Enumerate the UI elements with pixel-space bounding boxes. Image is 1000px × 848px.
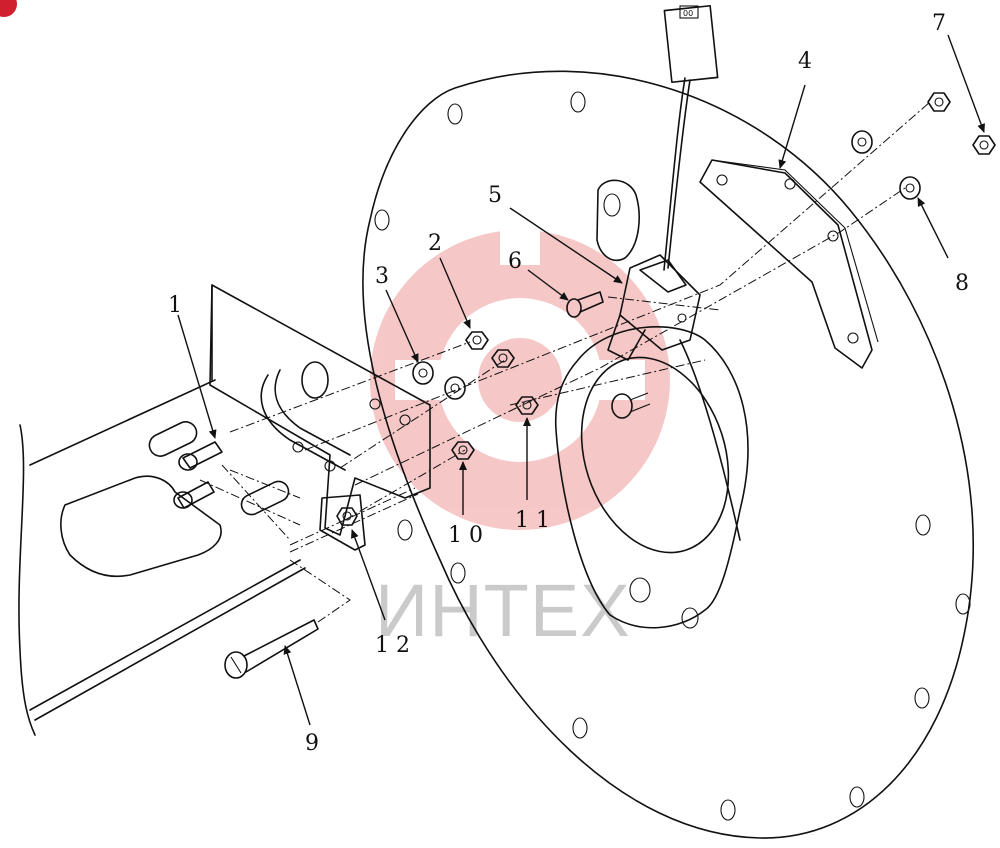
housing-bolt-holes [374, 91, 971, 821]
callout-11: 1 1 [515, 508, 550, 533]
callout-8: 8 [955, 271, 969, 296]
callout-7: 7 [932, 11, 946, 36]
housing-plate [362, 70, 975, 839]
leader-lines [177, 34, 985, 726]
corner-badge [0, 0, 17, 17]
callout-6: 6 [508, 249, 522, 274]
callout-2: 2 [428, 231, 442, 256]
callout-4: 4 [798, 49, 812, 74]
hardware [336, 92, 996, 526]
callout-10: 1 0 [448, 523, 483, 548]
part-4-bracket [699, 159, 879, 369]
callout-3: 3 [375, 264, 389, 289]
frame-assembly [18, 284, 431, 736]
callout-12: 1 2 [375, 633, 410, 658]
callout-5: 5 [488, 183, 502, 208]
part-9-bolt [224, 619, 319, 679]
connector-label: 00 [683, 9, 693, 18]
frame-bolts [173, 441, 223, 509]
sensor-assembly: 00 [607, 4, 741, 541]
center-lines [199, 101, 931, 623]
callout-labels: 1 2 3 4 5 6 7 8 9 1 0 1 1 1 2 [168, 11, 969, 756]
callout-9: 9 [305, 731, 319, 756]
watermark-text: ИНТЕХ [375, 569, 631, 652]
callout-1: 1 [168, 293, 182, 318]
